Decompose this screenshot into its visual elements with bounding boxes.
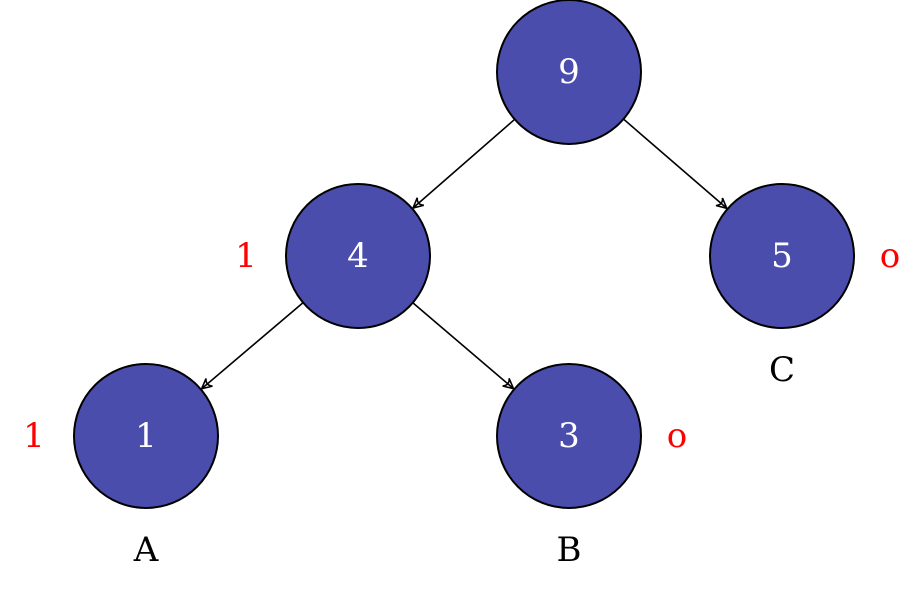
node-circle [709,183,855,329]
node-value: 9 [558,52,580,92]
node-value: 1 [135,416,157,456]
node-annotation: o [880,236,900,276]
node-annotation: 1 [23,416,45,456]
tree-node-5: 5 oC [709,183,900,390]
node-value: 4 [347,236,369,276]
node-value: 3 [558,416,580,456]
node-circle [73,363,219,509]
node-value: 5 [771,236,793,276]
node-circle [496,363,642,509]
node-annotation: 1 [235,236,257,276]
node-annotation: o [667,416,687,456]
edge-n9-to-n4 [413,118,516,208]
node-label: C [769,350,795,390]
tree-node-9: 9 [496,0,642,145]
tree-node-3: 3 oB [496,363,687,570]
node-label: A [133,530,159,570]
node-circle [496,0,642,145]
node-circle [285,183,431,329]
tree-node-4: 41 [235,183,431,329]
tree-node-1: 1 1A [23,363,219,570]
edge-n4-to-n3 [412,302,514,389]
edge-n9-to-n5 [622,118,726,208]
node-label: B [557,530,582,570]
edges-layer [202,118,727,389]
edge-n4-to-n1 [202,301,304,389]
